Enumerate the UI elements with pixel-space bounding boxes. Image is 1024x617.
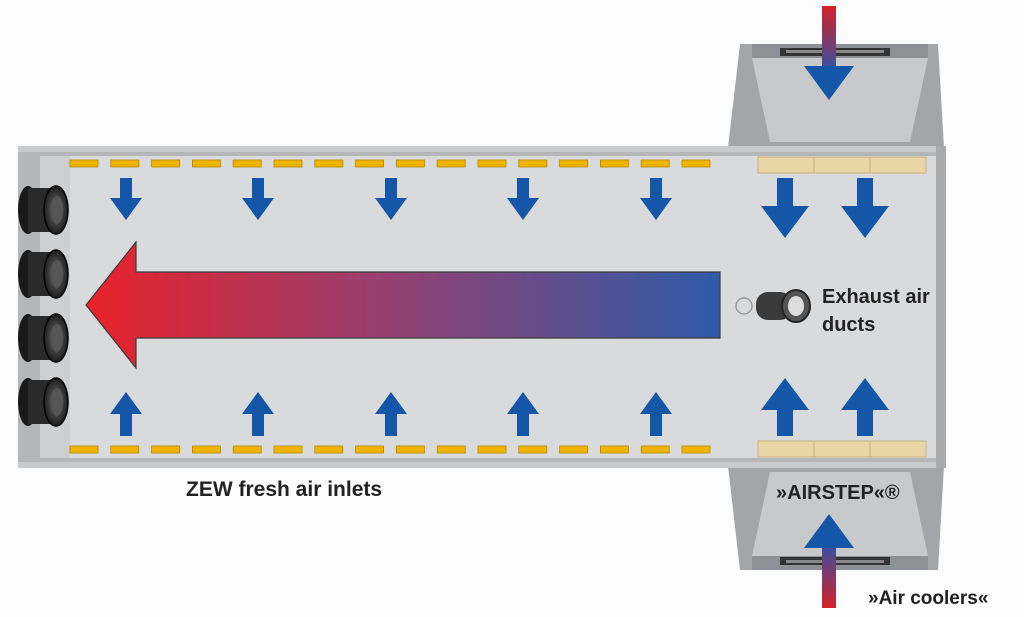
lower-inlet-flap bbox=[600, 445, 629, 454]
lower-inlet-flap bbox=[273, 445, 303, 454]
lower-inlet-flap bbox=[436, 445, 466, 454]
lower-inlet-flap bbox=[232, 445, 262, 454]
upper-inlet-flap bbox=[559, 159, 588, 168]
lower-inlet-flap bbox=[395, 445, 425, 454]
down-arrow-icon bbox=[841, 178, 889, 238]
upper-inlet-flap bbox=[600, 159, 629, 168]
down-arrow-icon bbox=[761, 178, 809, 238]
exhaust-fan-icon bbox=[18, 377, 69, 427]
upper-inlet-flap bbox=[110, 159, 140, 168]
upper-inlet-flap bbox=[640, 159, 670, 168]
up-arrow-icon bbox=[110, 392, 142, 436]
cooler-supply-arrow-top bbox=[804, 6, 854, 100]
up-arrow-icon bbox=[640, 392, 672, 436]
up-arrow-icon bbox=[841, 378, 889, 436]
upper-inlet-flap bbox=[151, 159, 181, 168]
exhaust-fan-icon bbox=[18, 185, 69, 235]
upper-inlet-row bbox=[69, 159, 711, 168]
inflow-arrows-top bbox=[110, 178, 889, 238]
exhaust-fan-icon bbox=[18, 249, 69, 299]
upper-inlet-flap bbox=[314, 159, 344, 168]
up-arrow-icon bbox=[375, 392, 407, 436]
lower-inlet-flap bbox=[110, 445, 140, 454]
down-arrow-icon bbox=[242, 178, 274, 220]
down-arrow-icon bbox=[640, 178, 672, 220]
lower-inlet-flap bbox=[151, 445, 181, 454]
exhaust-air-ducts-label: Exhaust air ducts bbox=[822, 286, 930, 336]
upper-inlet-flap bbox=[518, 159, 548, 168]
lower-cooler-pads bbox=[757, 440, 927, 458]
upper-inlet-flap bbox=[681, 159, 711, 168]
upper-inlet-flap bbox=[355, 159, 385, 168]
lower-inlet-flap bbox=[559, 445, 588, 454]
air-coolers-label: »Air coolers« bbox=[868, 588, 989, 609]
upper-inlet-flap bbox=[436, 159, 466, 168]
lower-inlet-flap bbox=[191, 445, 221, 454]
lower-inlet-flap bbox=[314, 445, 344, 454]
up-arrow-icon bbox=[761, 378, 809, 436]
upper-inlet-flap bbox=[232, 159, 262, 168]
main-airflow-arrow bbox=[85, 240, 721, 370]
lower-inlet-flap bbox=[477, 445, 507, 454]
upper-inlet-flap bbox=[395, 159, 425, 168]
fresh-air-inlets-label: ZEW fresh air inlets bbox=[186, 478, 383, 501]
upper-inlet-flap bbox=[477, 159, 507, 168]
lower-inlet-flap bbox=[69, 445, 99, 454]
airstep-label: »AIRSTEP«® bbox=[776, 482, 900, 504]
lower-inlet-flap bbox=[355, 445, 385, 454]
exhaust-duct-fan bbox=[735, 289, 811, 323]
down-arrow-icon bbox=[375, 178, 407, 220]
down-arrow-icon bbox=[110, 178, 142, 220]
lower-inlet-row bbox=[69, 445, 711, 454]
lower-inlet-flap bbox=[640, 445, 670, 454]
inflow-arrows-bottom bbox=[110, 378, 889, 436]
lower-inlet-flap bbox=[518, 445, 548, 454]
lower-inlet-flap bbox=[681, 445, 711, 454]
upper-inlet-flap bbox=[273, 159, 303, 168]
down-arrow-icon bbox=[507, 178, 539, 220]
up-arrow-icon bbox=[507, 392, 539, 436]
exhaust-fan-bank bbox=[18, 185, 69, 427]
upper-inlet-flap bbox=[191, 159, 221, 168]
upper-cooler-pads bbox=[757, 156, 927, 174]
upper-inlet-flap bbox=[69, 159, 99, 168]
up-arrow-icon bbox=[242, 392, 274, 436]
exhaust-fan-icon bbox=[18, 313, 69, 363]
cooler-supply-arrow-bottom bbox=[804, 514, 854, 608]
